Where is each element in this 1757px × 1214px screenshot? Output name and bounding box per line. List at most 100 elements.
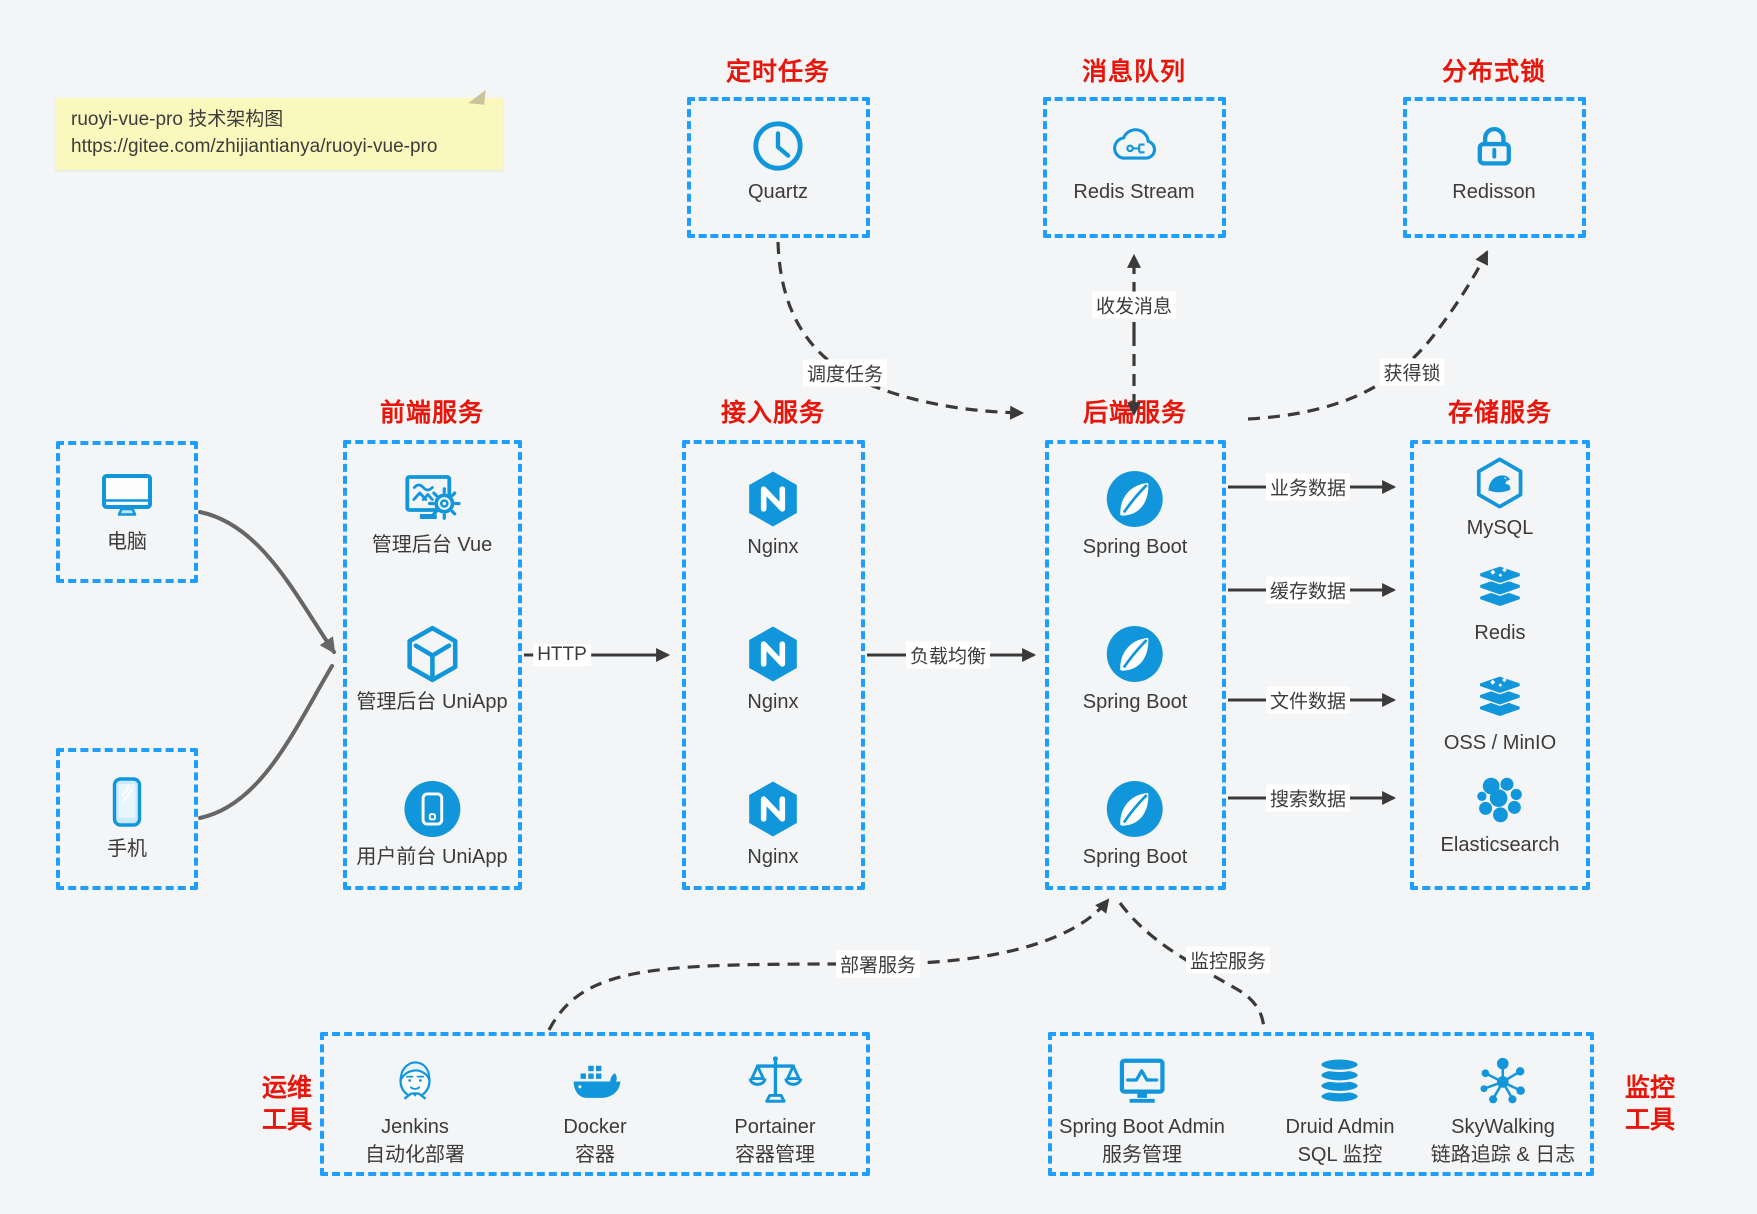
box-pc-client	[56, 441, 198, 583]
node-mysql: MySQL	[1466, 457, 1534, 540]
mobile-app-icon	[403, 780, 461, 838]
redis-stack-icon	[1474, 564, 1526, 614]
box-ops-tools	[320, 1032, 870, 1176]
phone-icon	[99, 774, 155, 830]
node-springboot-3: Spring Boot	[1082, 780, 1188, 869]
node-springboot-admin: Spring Boot Admin 服务管理	[1059, 1054, 1225, 1167]
spring-icon	[1106, 470, 1164, 528]
node-label: Nginx	[747, 846, 799, 868]
box-monitor-tools	[1048, 1032, 1594, 1176]
group-title-monitor-tools: 监控 工具	[1624, 1074, 1676, 1134]
node-label: 手机	[107, 838, 147, 860]
uniapp-cube-icon	[403, 625, 461, 683]
node-nginx-1: Nginx	[744, 470, 802, 559]
box-distributed-lock	[1403, 97, 1586, 238]
note-title: ruoyi-vue-pro 技术架构图	[71, 109, 284, 130]
node-label: Nginx	[747, 691, 799, 713]
edge-label-deploy-service: 部署服务	[835, 950, 921, 978]
clock-icon	[751, 119, 805, 173]
node-nginx-3: Nginx	[744, 780, 802, 869]
group-title-ops-tools: 运维 工具	[261, 1074, 313, 1134]
node-label: MySQL	[1466, 517, 1534, 539]
skywalking-icon	[1476, 1054, 1530, 1108]
node-label: 管理后台 UniApp	[356, 691, 508, 713]
node-label: Redis Stream	[1073, 181, 1195, 203]
edge-label-file-data: 文件数据	[1265, 686, 1351, 714]
node-admin-uniapp: 管理后台 UniApp	[356, 625, 508, 714]
note-url: https://gitee.com/zhijiantianya/ruoyi-vu…	[71, 136, 438, 157]
node-label: Redisson	[1452, 181, 1536, 203]
node-sublabel: 链路追踪 & 日志	[1430, 1144, 1576, 1166]
edge-phone-to-frontend	[198, 664, 334, 820]
group-title-access: 接入服务	[720, 399, 826, 427]
admin-vue-icon	[403, 470, 461, 526]
edge-label-monitor-service: 监控服务	[1185, 946, 1271, 974]
edge-label-business-data: 业务数据	[1265, 473, 1351, 501]
node-redisson: Redisson	[1452, 119, 1536, 204]
edge-label-http: HTTP	[533, 644, 591, 666]
node-skywalking: SkyWalking 链路追踪 & 日志	[1431, 1054, 1575, 1167]
spring-icon	[1106, 625, 1164, 683]
oss-stack-icon	[1474, 674, 1526, 724]
node-springboot-1: Spring Boot	[1083, 470, 1187, 559]
node-sublabel: SQL 监控	[1297, 1144, 1383, 1166]
edge-label-send-receive-msg: 收发消息	[1091, 291, 1177, 319]
group-title-frontend: 前端服务	[379, 399, 485, 427]
node-sublabel: 服务管理	[1102, 1144, 1182, 1166]
node-label: 用户前台 UniApp	[356, 846, 508, 868]
node-quartz: Quartz	[748, 119, 808, 204]
node-label: 电脑	[107, 531, 147, 553]
node-docker: Docker 容器	[563, 1054, 627, 1167]
node-label: Redis	[1474, 622, 1526, 644]
node-label: Jenkins	[381, 1116, 449, 1138]
node-label: Spring Boot	[1082, 691, 1188, 713]
node-label: Elasticsearch	[1440, 834, 1560, 856]
node-label: Nginx	[747, 536, 799, 558]
box-storage	[1410, 440, 1590, 890]
spring-icon	[1106, 780, 1164, 838]
lock-icon	[1467, 119, 1521, 173]
node-admin-vue: 管理后台 Vue	[372, 470, 492, 557]
node-redis-stream: Redis Stream	[1073, 119, 1195, 204]
group-title-distributed-lock: 分布式锁	[1441, 58, 1547, 86]
cloud-stream-icon	[1106, 119, 1162, 173]
node-sublabel: 容器管理	[735, 1144, 815, 1166]
edge-schedule-task	[776, 241, 1025, 420]
node-springboot-2: Spring Boot	[1082, 625, 1188, 714]
node-redis: Redis	[1474, 564, 1526, 645]
edge-label-load-balance: 负载均衡	[905, 641, 991, 669]
node-nginx-2: Nginx	[744, 625, 802, 714]
box-access	[682, 440, 865, 890]
docker-whale-icon	[568, 1054, 622, 1108]
edge-label-search-data: 搜索数据	[1265, 784, 1351, 812]
jenkins-icon	[388, 1054, 442, 1108]
node-phone: 手机	[99, 774, 155, 861]
mysql-icon	[1474, 457, 1526, 509]
node-sublabel: 容器	[574, 1144, 615, 1166]
node-label: Druid Admin	[1285, 1116, 1395, 1138]
desktop-icon	[99, 467, 155, 523]
node-oss-minio: OSS / MinIO	[1444, 674, 1556, 755]
sticky-note: ruoyi-vue-pro 技术架构图 https://gitee.com/zh…	[55, 98, 503, 170]
box-scheduled-tasks	[687, 97, 870, 238]
node-label: SkyWalking	[1451, 1116, 1555, 1138]
node-label: Spring Boot	[1082, 846, 1188, 868]
elasticsearch-icon	[1474, 774, 1526, 826]
box-message-queue	[1043, 97, 1226, 238]
box-phone-client	[56, 748, 198, 890]
node-user-uniapp: 用户前台 UniApp	[356, 780, 508, 869]
box-frontend	[343, 440, 522, 890]
edge-deploy-service	[547, 898, 1110, 1031]
nginx-icon	[744, 470, 802, 528]
edge-label-acquire-lock: 获得锁	[1379, 358, 1445, 386]
node-label: Spring Boot Admin	[1059, 1116, 1225, 1138]
scales-icon	[748, 1054, 802, 1108]
node-label: Docker	[563, 1116, 627, 1138]
node-sublabel: 自动化部署	[365, 1144, 465, 1166]
node-label: OSS / MinIO	[1443, 732, 1557, 754]
group-title-storage: 存储服务	[1447, 399, 1553, 427]
group-title-scheduled-tasks: 定时任务	[725, 58, 831, 86]
node-portainer: Portainer 容器管理	[734, 1054, 816, 1167]
nginx-icon	[744, 780, 802, 838]
